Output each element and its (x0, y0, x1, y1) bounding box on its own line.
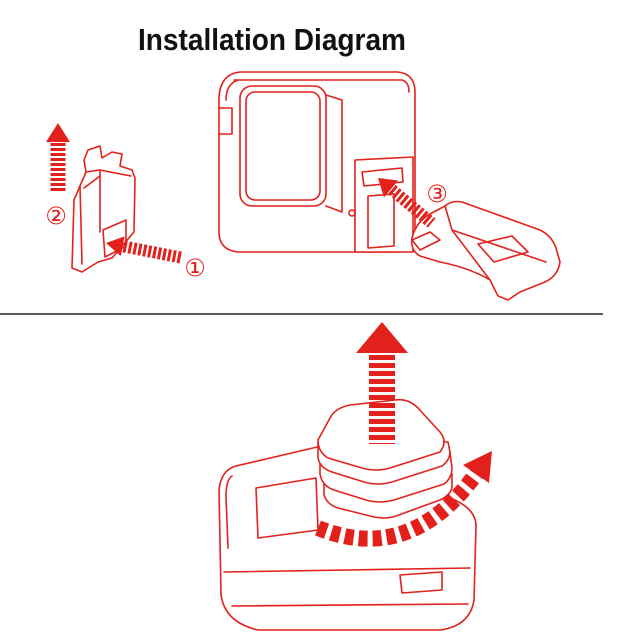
housing-side-button (218, 107, 233, 135)
diagram-title: Installation Diagram (138, 22, 406, 57)
step-1-arrow (106, 236, 182, 264)
step-1-arrow-shaft (122, 240, 182, 264)
step-3-arrow-head (378, 178, 399, 198)
lens-cap-stack (317, 398, 453, 519)
rotate-cap-arrow (315, 451, 492, 547)
step-2-label: ② (45, 202, 67, 230)
step-1-arrow-head (106, 236, 125, 257)
remove-cap-arrow-head (356, 322, 408, 353)
housing-door-ledge (361, 167, 404, 187)
door-lid (410, 200, 561, 301)
camera-housing (218, 71, 416, 253)
lens-cap-top (317, 398, 445, 471)
camera-lens-cover (239, 85, 327, 207)
camera-front-seam (223, 567, 471, 607)
housing-door-opening (354, 156, 414, 253)
step-3-arrow (378, 178, 436, 228)
step-2-arrow-head (46, 123, 70, 142)
camera-lens-inner (245, 91, 321, 201)
step-3-arrow-shaft (387, 184, 436, 228)
housing-lens-side (325, 94, 343, 213)
door-lid-edge (444, 205, 547, 281)
housing-inner-frame (225, 79, 410, 101)
step-3-label: ③ (426, 180, 448, 208)
door-lid-tab (477, 235, 529, 263)
rotate-cap-arrow-head (463, 451, 492, 483)
camera-body-bevel (225, 475, 233, 549)
side-door-piece (71, 145, 136, 273)
door-lid-hinge (411, 231, 441, 251)
rotate-cap-arrow-shaft (315, 469, 483, 547)
side-door-edge-lines (79, 169, 132, 265)
step-1-label: ① (184, 254, 206, 282)
door-lid-outline (410, 200, 561, 301)
remove-cap-arrow (356, 322, 408, 444)
step-2-arrow (46, 123, 70, 193)
camera-port-cover (399, 571, 443, 594)
housing-latch-pin (348, 209, 356, 217)
